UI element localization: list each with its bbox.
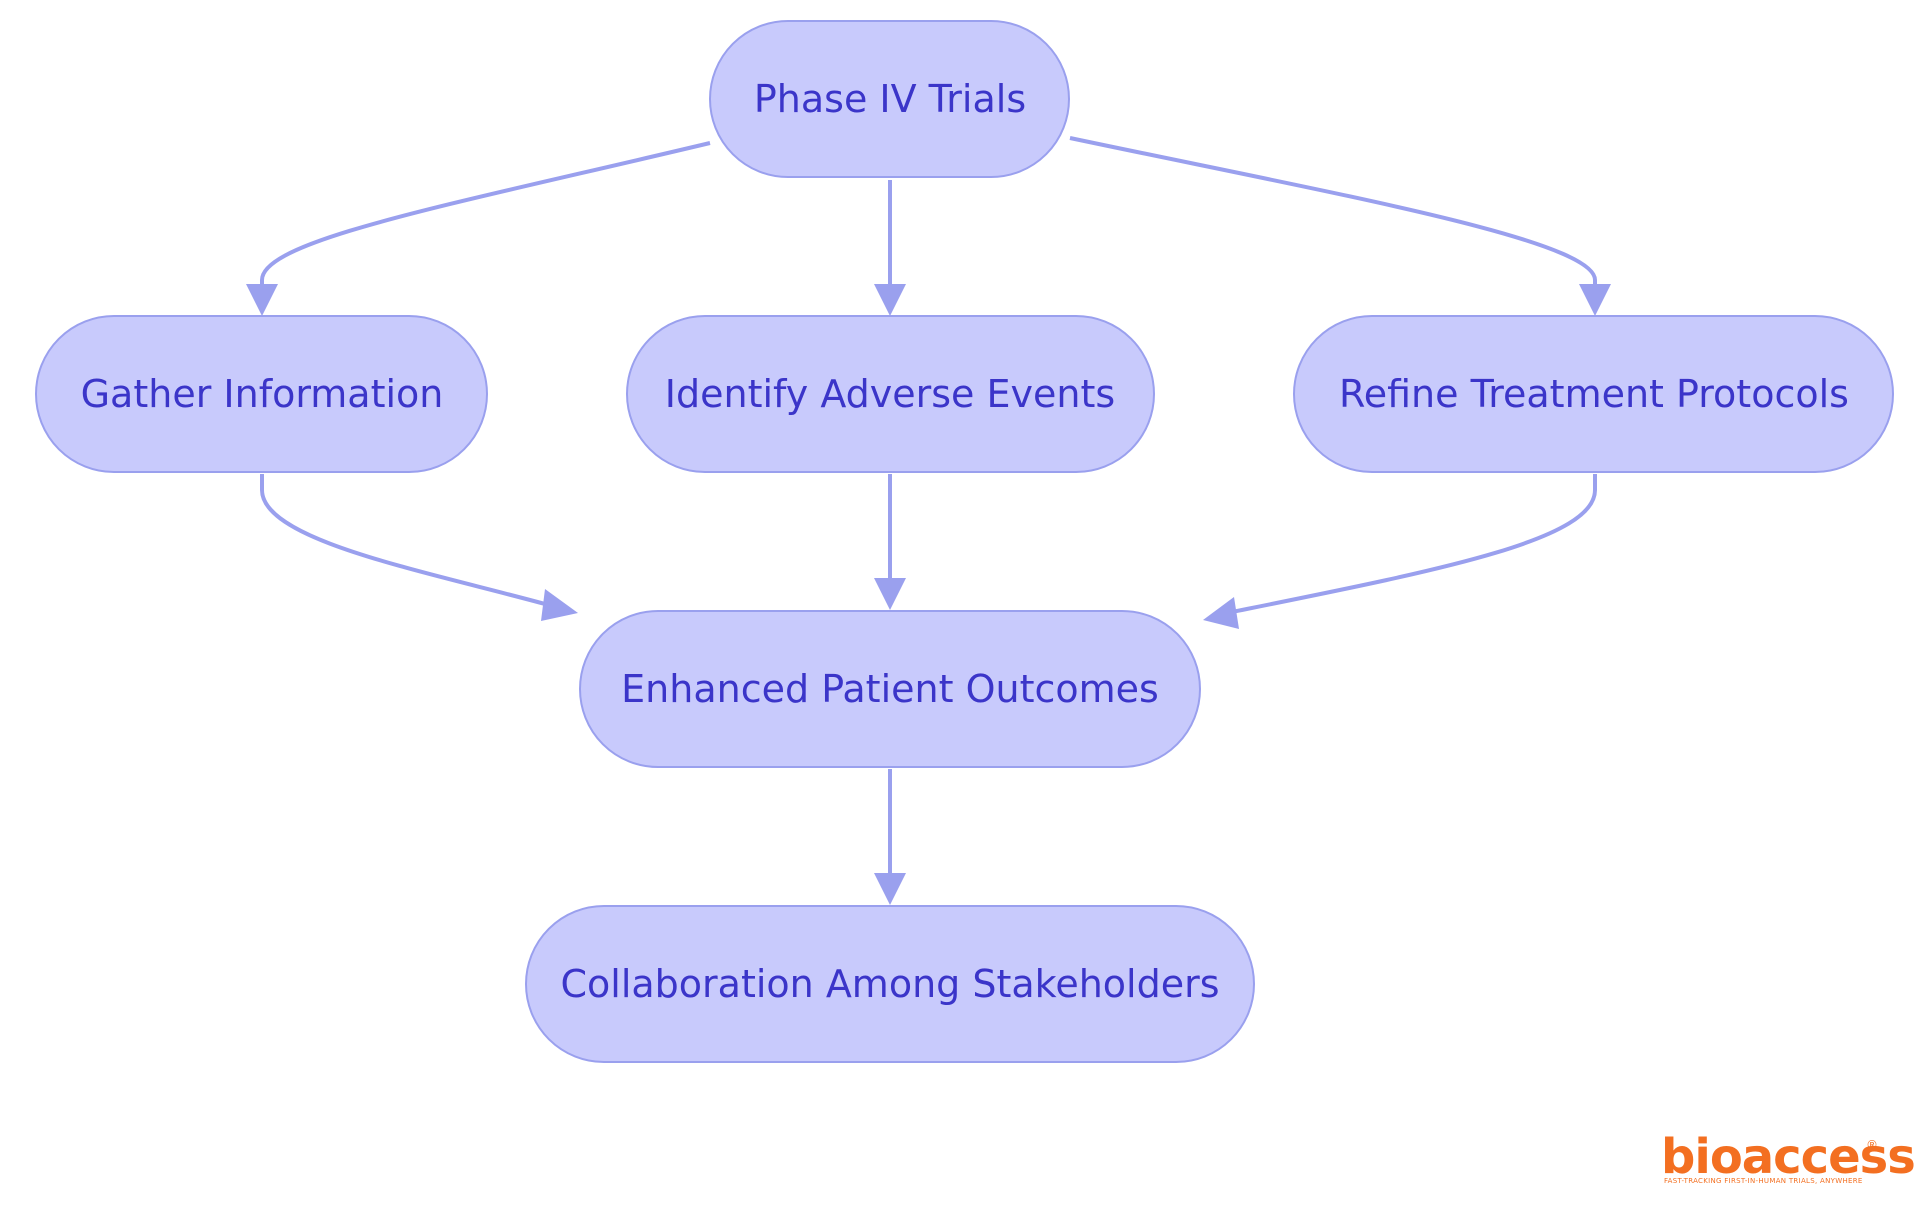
arrowhead-outcomes-right xyxy=(1203,597,1239,629)
arrowhead-refine xyxy=(1579,284,1611,316)
logo-registered-mark: ® xyxy=(1866,1138,1878,1152)
edges xyxy=(246,136,1611,905)
arrowhead-collaboration xyxy=(874,873,906,905)
logo-wordmark: bioaccess xyxy=(1661,1129,1915,1185)
node-phase-iv-trials: Phase IV Trials xyxy=(709,20,1070,178)
arrowhead-outcomes-left xyxy=(541,589,578,621)
edge-phase-to-refine xyxy=(1069,136,1597,288)
node-label: Enhanced Patient Outcomes xyxy=(621,667,1159,711)
arrowhead-gather xyxy=(246,284,278,316)
node-label: Phase IV Trials xyxy=(754,77,1026,121)
node-gather-information: Gather Information xyxy=(35,315,488,473)
node-box xyxy=(1293,315,1894,473)
nodes: Phase IV Trials Gather Information Ident… xyxy=(35,20,1894,1063)
node-identify-adverse-events: Identify Adverse Events xyxy=(626,315,1155,473)
node-enhanced-patient-outcomes: Enhanced Patient Outcomes xyxy=(579,610,1201,768)
edge-refine-to-outcomes xyxy=(1231,474,1597,614)
node-refine-treatment-protocols: Refine Treatment Protocols xyxy=(1293,315,1894,473)
arrowhead-identify xyxy=(874,284,906,316)
node-label: Refine Treatment Protocols xyxy=(1339,372,1849,416)
logo-tagline: FAST-TRACKING FIRST-IN-HUMAN TRIALS, ANY… xyxy=(1664,1177,1863,1185)
edge-phase-to-gather xyxy=(260,141,711,288)
node-label: Gather Information xyxy=(81,372,444,416)
bioaccess-logo: bioaccess ® FAST-TRACKING FIRST-IN-HUMAN… xyxy=(1661,1129,1916,1185)
node-box xyxy=(525,905,1255,1063)
node-box xyxy=(35,315,488,473)
node-label: Identify Adverse Events xyxy=(665,372,1115,416)
node-collaboration-among-stakeholders: Collaboration Among Stakeholders xyxy=(525,905,1255,1063)
node-box xyxy=(579,610,1201,768)
node-box xyxy=(709,20,1070,178)
arrowhead-outcomes-center xyxy=(874,578,906,610)
node-box xyxy=(626,315,1155,473)
edge-gather-to-outcomes xyxy=(260,474,546,606)
node-label: Collaboration Among Stakeholders xyxy=(560,962,1219,1006)
